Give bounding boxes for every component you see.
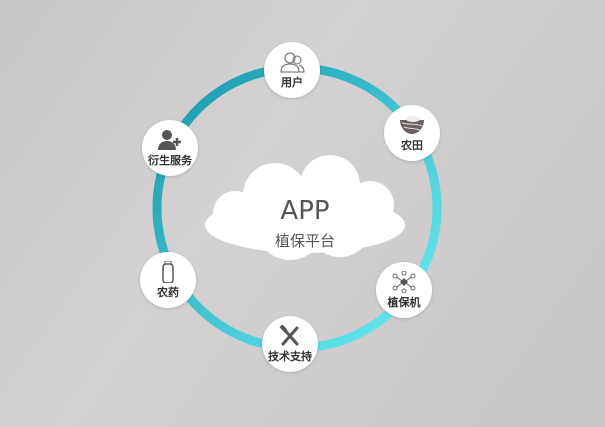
center-title: APP	[280, 196, 330, 226]
user-plus-icon	[158, 129, 181, 150]
center-subtitle: 植保平台	[274, 232, 335, 250]
users-icon	[280, 52, 305, 72]
node-label: 技术支持	[268, 349, 312, 363]
node-label: 植保机	[387, 295, 421, 309]
node-label: 农药	[157, 285, 179, 299]
node-tech-support[interactable]: 技术支持	[262, 316, 318, 372]
node-label: 用户	[281, 75, 303, 89]
tools-icon	[279, 324, 299, 345]
bottle-icon	[162, 260, 174, 283]
node-drone[interactable]: 植保机	[376, 262, 432, 318]
farmland-icon	[400, 115, 424, 134]
node-derivative-services[interactable]: 衍生服务	[142, 120, 198, 176]
node-label: 农田	[401, 138, 423, 152]
node-users[interactable]: 用户	[264, 42, 320, 98]
node-pesticide[interactable]: 农药	[140, 252, 196, 308]
drone-icon	[392, 270, 416, 293]
node-label: 衍生服务	[148, 153, 192, 167]
node-farmland[interactable]: 农田	[384, 105, 440, 161]
